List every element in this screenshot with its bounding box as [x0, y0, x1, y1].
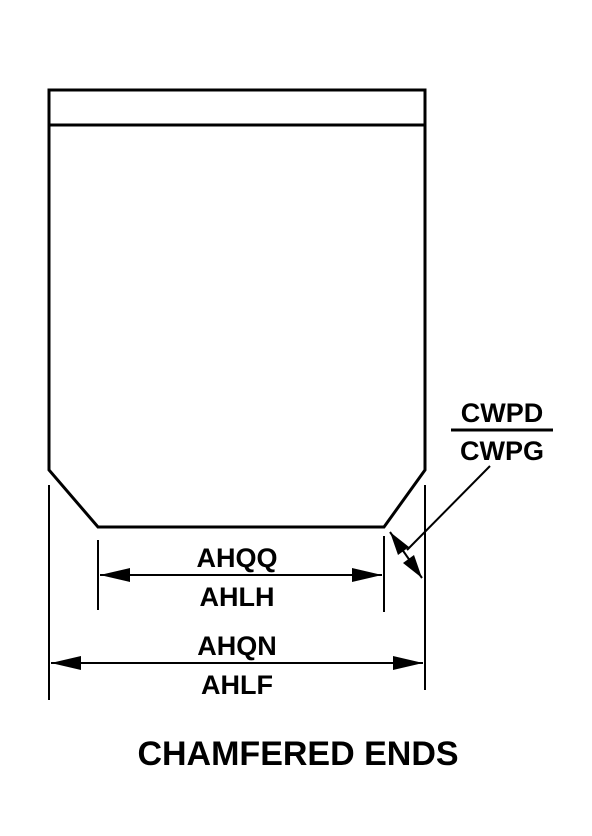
- chamfer-arrow-bottom: [403, 555, 422, 578]
- chamfer-arrow-top: [390, 532, 409, 555]
- part-body: [47, 88, 427, 529]
- outer-dimension: [51, 656, 423, 670]
- inner-dimension-label-bottom: AHLH: [200, 582, 275, 612]
- outer-arrow-left: [51, 656, 81, 670]
- outer-dimension-label-bottom: AHLF: [201, 670, 273, 700]
- extension-lines: [48, 485, 426, 700]
- inner-arrow-right: [352, 568, 382, 582]
- diagram-title: CHAMFERED ENDS: [137, 735, 458, 773]
- inner-arrow-left: [100, 568, 130, 582]
- outer-dimension-label-top: AHQN: [197, 631, 277, 661]
- chamfer-label-bottom: CWPG: [460, 436, 544, 466]
- outer-arrow-right: [393, 656, 423, 670]
- chamfer-leader-line: [406, 465, 491, 551]
- chamfer-label-top: CWPD: [461, 398, 544, 428]
- inner-dimension: [100, 568, 382, 582]
- inner-dimension-label-top: AHQQ: [197, 543, 278, 573]
- chamfer-callout: [389, 428, 553, 579]
- part-outline: [47, 88, 427, 529]
